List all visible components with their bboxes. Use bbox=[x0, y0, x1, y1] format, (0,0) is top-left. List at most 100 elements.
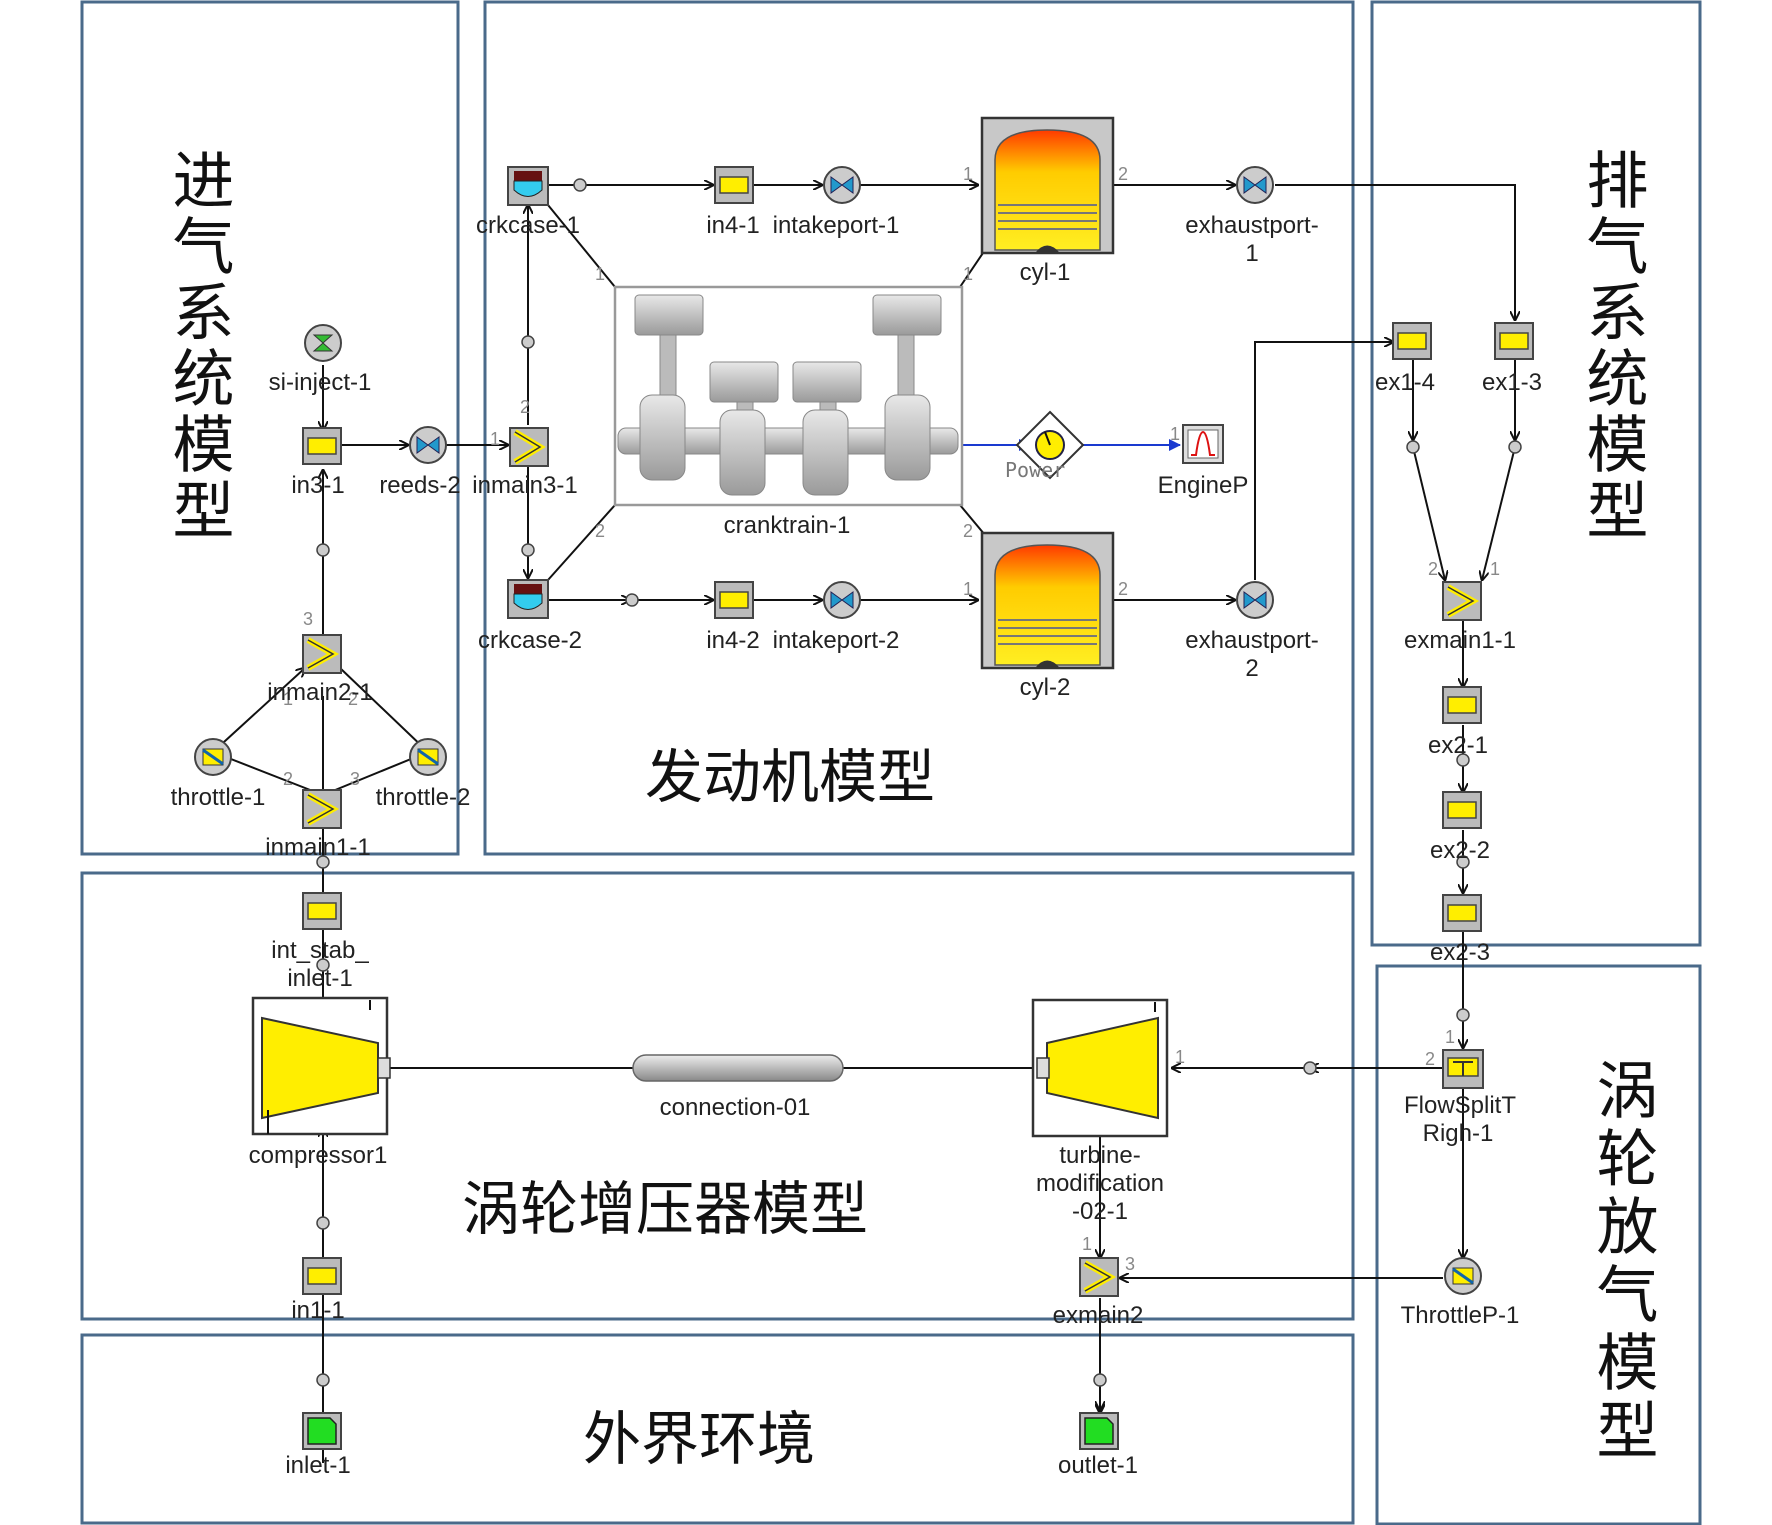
port-number: 2 bbox=[283, 769, 293, 789]
cyl-1[interactable]: cyl-1 bbox=[980, 116, 1115, 286]
port-number: 1 bbox=[283, 689, 293, 709]
port-number: 3 bbox=[303, 609, 313, 629]
throttle-2-label: throttle-2 bbox=[376, 784, 471, 811]
inlet-boundary[interactable]: inlet-1 bbox=[285, 1412, 351, 1479]
ex1-4-label: ex1-4 bbox=[1375, 369, 1435, 396]
port-number: 1 bbox=[1175, 1047, 1185, 1067]
exhaust-region-title: 排气系统模型 bbox=[1576, 148, 1649, 544]
cranktrain[interactable]: cranktrain-1 bbox=[613, 285, 964, 539]
port-number: 1 bbox=[1170, 424, 1180, 444]
wire-ex13-exmain1 bbox=[1482, 446, 1516, 580]
enginep-monitor[interactable]: EngineP bbox=[1158, 424, 1249, 499]
outlet-boundary[interactable]: outlet-1 bbox=[1058, 1412, 1138, 1479]
crkcase-1-label: crkcase-1 bbox=[476, 212, 580, 239]
junction-node bbox=[521, 335, 535, 349]
port-number: 2 bbox=[963, 521, 973, 541]
inmain3-junction[interactable]: inmain3-1 bbox=[472, 427, 578, 499]
cyl-2[interactable]: cyl-2 bbox=[980, 531, 1115, 701]
port-number: 1 bbox=[1082, 1234, 1092, 1254]
flowsplit-label-1: FlowSplitT bbox=[1404, 1092, 1516, 1119]
throttlep-label: ThrottleP-1 bbox=[1401, 1302, 1520, 1329]
intakeport-1-valve[interactable]: intakeport-1 bbox=[773, 166, 900, 239]
intakeport-2-label: intakeport-2 bbox=[773, 627, 900, 654]
inmain1-junction[interactable]: inmain1-1 bbox=[265, 789, 371, 861]
outlet-label: outlet-1 bbox=[1058, 1452, 1138, 1479]
compressor[interactable]: compressor1 bbox=[249, 996, 391, 1169]
turbine[interactable]: turbine- modification -02-1 bbox=[1031, 998, 1169, 1225]
in4-2-label: in4-2 bbox=[706, 627, 759, 654]
turbine-label-3: -02-1 bbox=[1072, 1198, 1128, 1225]
exmain2-label: exmain2 bbox=[1053, 1302, 1144, 1329]
throttlep-valve[interactable]: ThrottleP-1 bbox=[1401, 1257, 1520, 1329]
junction-node bbox=[1456, 855, 1470, 869]
in4-2-pipe[interactable]: in4-2 bbox=[706, 581, 760, 654]
exhaustport-2-valve[interactable]: exhaustport- 2 bbox=[1185, 581, 1319, 682]
port-number: 1 bbox=[963, 264, 973, 284]
throttle-1-label: throttle-1 bbox=[171, 784, 266, 811]
flowsplit[interactable]: FlowSplitT Righ-1 bbox=[1404, 1049, 1516, 1147]
environment-region-box bbox=[80, 1333, 1355, 1525]
in4-1-label: in4-1 bbox=[706, 212, 759, 239]
ex1-3-pipe[interactable]: ex1-3 bbox=[1482, 322, 1542, 396]
exmain1-label: exmain1-1 bbox=[1404, 627, 1516, 654]
ex2-2-pipe[interactable]: ex2-2 bbox=[1430, 791, 1490, 864]
ex1-3-label: ex1-3 bbox=[1482, 369, 1542, 396]
port-number: 1 bbox=[1490, 559, 1500, 579]
power-sensor[interactable]: Power bbox=[1005, 410, 1085, 482]
exhaustport-1-valve[interactable]: exhaustport- 1 bbox=[1185, 166, 1319, 267]
throttle-1-valve[interactable]: throttle-1 bbox=[171, 738, 266, 811]
junction-node bbox=[521, 543, 535, 557]
int-stab-pipe[interactable]: int_stab_ inlet-1 bbox=[271, 892, 369, 992]
inmain2-junction[interactable]: inmain2-1 bbox=[267, 634, 373, 706]
wire-throttle2-inmain2 bbox=[339, 667, 429, 753]
wire-crkcase2-cranktrain bbox=[547, 504, 616, 581]
wire-throttle1-inmain2 bbox=[212, 668, 305, 753]
in1-pipe[interactable]: in1-1 bbox=[291, 1257, 345, 1324]
wire-ex14-exmain1 bbox=[1412, 446, 1445, 580]
reeds-valve[interactable]: reeds-2 bbox=[379, 426, 461, 499]
ex2-2-label: ex2-2 bbox=[1430, 837, 1490, 864]
wire-exhaustport1-ex13 bbox=[1275, 184, 1515, 320]
junction-node bbox=[1303, 1061, 1317, 1075]
exmain2-junction[interactable]: exmain2 bbox=[1053, 1257, 1144, 1329]
exhaustport-2-label-2: 2 bbox=[1245, 655, 1258, 682]
exhaust-region-box bbox=[1370, 0, 1702, 947]
port-numbers: 2 1 1 2 1 2 1 1 2 2 1 3 1 2 2 3 2 1 2 1 … bbox=[283, 164, 1500, 1274]
throttle-2-valve[interactable]: throttle-2 bbox=[376, 738, 471, 811]
exhaustport-1-label-2: 1 bbox=[1245, 240, 1258, 267]
port-number: 2 bbox=[595, 521, 605, 541]
ex2-1-pipe[interactable]: ex2-1 bbox=[1428, 686, 1488, 759]
ex2-3-pipe[interactable]: ex2-3 bbox=[1430, 894, 1490, 966]
crkcase-1[interactable]: crkcase-1 bbox=[476, 166, 580, 239]
cranktrain-label: cranktrain-1 bbox=[724, 512, 851, 539]
port-number: 3 bbox=[1125, 1254, 1135, 1274]
in1-label: in1-1 bbox=[291, 1297, 344, 1324]
junction-node bbox=[1508, 440, 1522, 454]
crkcase-2[interactable]: crkcase-2 bbox=[478, 579, 582, 654]
intakeport-2-valve[interactable]: intakeport-2 bbox=[773, 581, 900, 654]
inmain1-label: inmain1-1 bbox=[265, 834, 370, 861]
junction-node bbox=[316, 1216, 330, 1230]
wire-cyl1-cranktrain bbox=[959, 249, 986, 288]
port-number: 1 bbox=[490, 429, 500, 449]
intakeport-1-label: intakeport-1 bbox=[773, 212, 900, 239]
port-number: 1 bbox=[963, 164, 973, 184]
in4-1-pipe[interactable]: in4-1 bbox=[706, 166, 760, 239]
in3-pipe[interactable]: in3-1 bbox=[291, 427, 345, 499]
ex1-4-pipe[interactable]: ex1-4 bbox=[1375, 322, 1435, 396]
exhaustport-1-label-1: exhaustport- bbox=[1185, 212, 1318, 239]
ex2-3-label: ex2-3 bbox=[1430, 939, 1490, 966]
flowsplit-label-2: Righ-1 bbox=[1423, 1120, 1494, 1147]
reeds-label: reeds-2 bbox=[379, 472, 460, 499]
port-number: 2 bbox=[1118, 579, 1128, 599]
int-stab-label-2: inlet-1 bbox=[287, 965, 352, 992]
engine-region-title: 发动机模型 bbox=[645, 743, 935, 811]
cyl-2-label: cyl-2 bbox=[1020, 674, 1071, 701]
si-inject-label: si-inject-1 bbox=[269, 369, 372, 396]
turbo-shaft-connection[interactable]: connection-01 bbox=[632, 1054, 844, 1121]
turbine-label-1: turbine- bbox=[1059, 1142, 1140, 1169]
exmain1-junction[interactable]: exmain1-1 bbox=[1404, 581, 1516, 654]
si-inject-valve[interactable]: si-inject-1 bbox=[269, 324, 372, 396]
